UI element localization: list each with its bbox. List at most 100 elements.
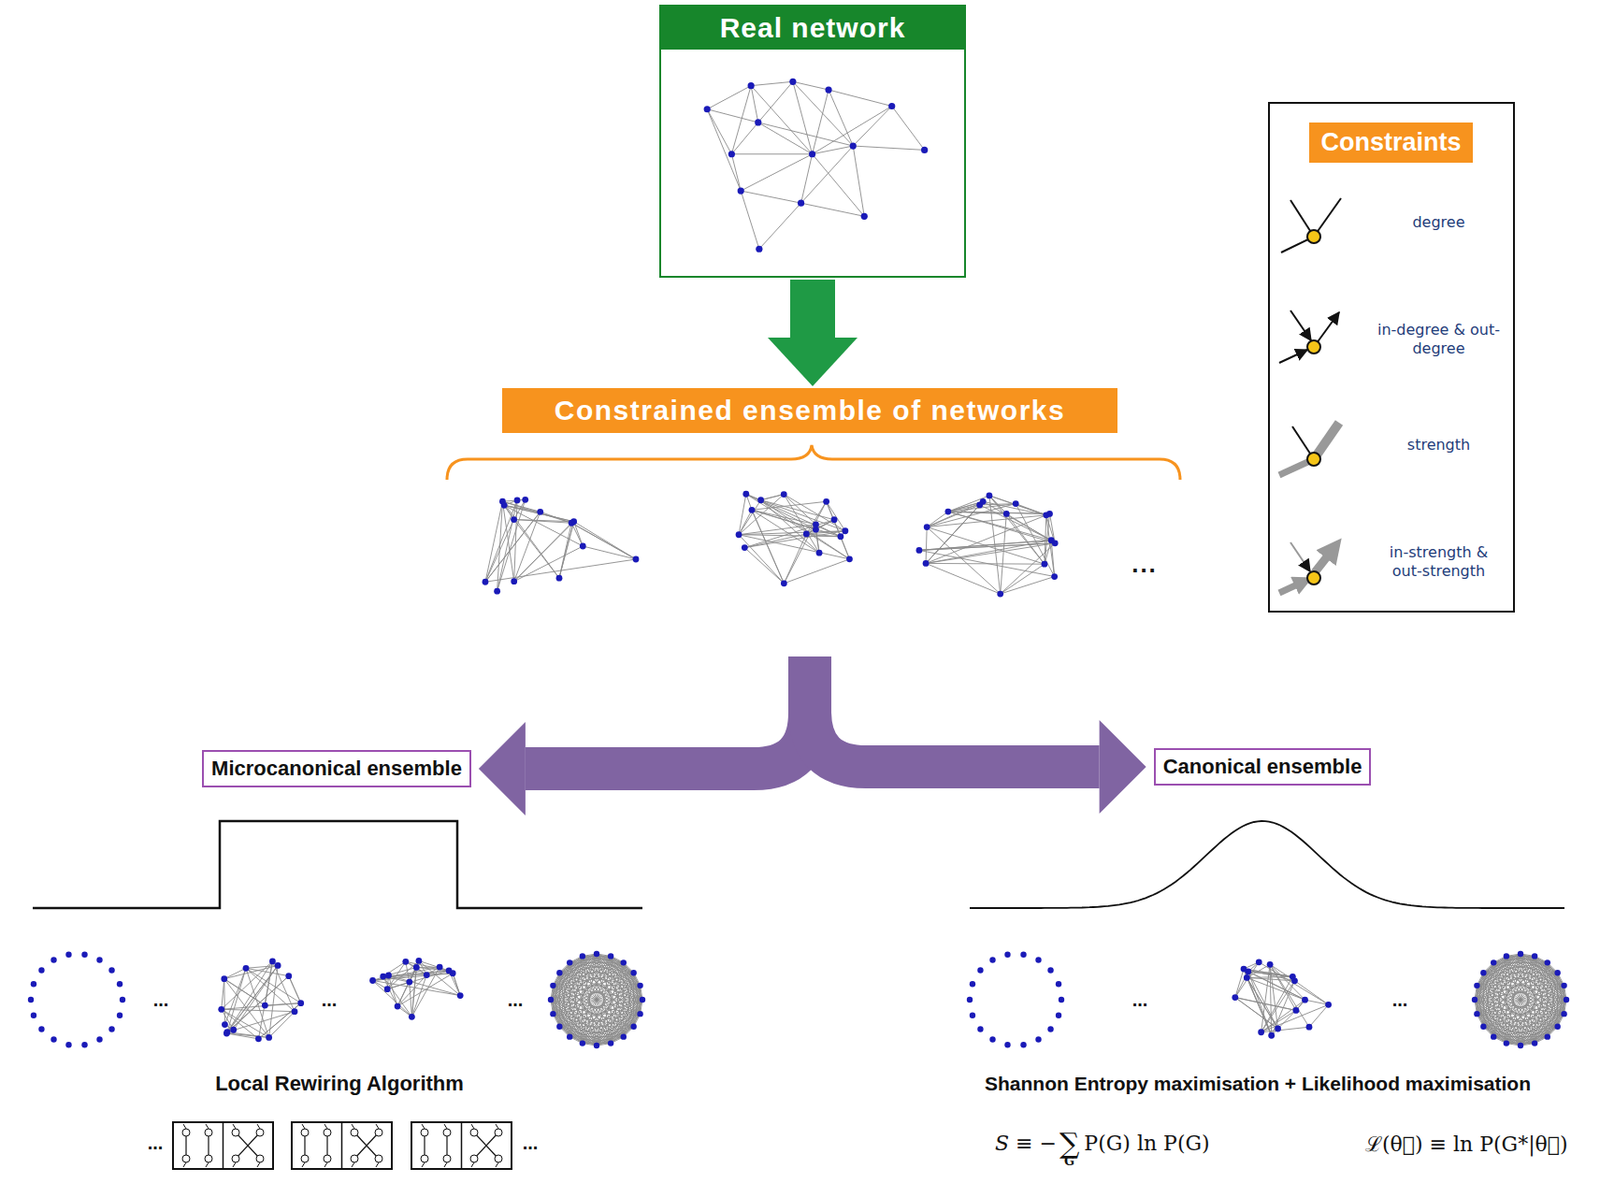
graph-edge [471, 1124, 475, 1129]
graph-vertex [420, 1154, 429, 1163]
graph-vertex [1560, 982, 1567, 989]
graph-vertex [285, 972, 292, 980]
graph-edge [245, 965, 278, 968]
ensemble-box: Canonical ensemble [1153, 748, 1372, 786]
graph-vertex [556, 575, 563, 582]
graph-vertex [888, 102, 895, 110]
network-graphs [28, 78, 1570, 1050]
graph-vertex [116, 980, 123, 987]
graph-vertex [1035, 956, 1041, 963]
graph-edge [948, 501, 983, 512]
graph-vertex [413, 964, 420, 971]
graph-vertex [1301, 996, 1309, 1004]
graph-edge [744, 547, 784, 584]
graph-edge [623, 985, 641, 1038]
graph-vertex [96, 1036, 102, 1042]
ellipsis-mark: ... [1131, 549, 1158, 579]
graph-edge [288, 976, 302, 1004]
ellipsis-mark: ... [153, 989, 170, 1011]
graph-edge [232, 1162, 236, 1168]
graph-edge [495, 1162, 499, 1168]
graph-edge [1261, 1026, 1310, 1033]
graph-edge [1506, 955, 1558, 973]
graph-edge [761, 494, 785, 501]
graph-edge [221, 979, 225, 1010]
graph-edge [948, 511, 1051, 514]
graph-vertex [1503, 952, 1510, 959]
graph-edge [351, 1162, 355, 1168]
graph-edge [235, 1132, 260, 1159]
graph-vertex [822, 498, 830, 505]
graph-edge [514, 522, 572, 581]
graph-edge [744, 531, 846, 548]
graph-vertex [470, 1128, 478, 1137]
formula-text: G [1064, 1153, 1075, 1168]
graph-vertex [1306, 1023, 1313, 1031]
graph-edge [596, 953, 624, 963]
graph-vertex [1325, 1001, 1332, 1009]
graph-vertex [494, 1128, 503, 1137]
graph-edge [421, 1162, 425, 1168]
graph-edge [324, 1124, 328, 1129]
graph-edge [257, 1162, 260, 1168]
graph-edge [485, 511, 541, 582]
graph-edge [925, 504, 981, 564]
graph-vertex [457, 992, 464, 999]
ellipsis-mark: ... [1392, 989, 1409, 1011]
constraint-symbols [1279, 198, 1341, 593]
graph-vertex [385, 972, 392, 980]
graph-edge [302, 1162, 305, 1168]
graph-vertex [65, 951, 72, 958]
graph-vertex [547, 996, 554, 1003]
graph-vertex [568, 519, 576, 527]
graph-edge [948, 501, 983, 512]
graph-vertex [566, 959, 573, 966]
arrow-shaft [790, 279, 836, 338]
graph-vertex [1244, 967, 1252, 975]
graph-vertex [1517, 951, 1524, 957]
graph-vertex [536, 508, 544, 516]
graph-vertex [379, 973, 387, 981]
graph-vertex [579, 543, 587, 550]
graph-vertex [977, 966, 983, 973]
graph-vertex [374, 1154, 383, 1163]
graph-vertex [556, 1023, 563, 1030]
graph-vertex [630, 1023, 636, 1030]
graph-edge [1000, 513, 1008, 594]
graph-vertex [620, 959, 627, 966]
graph-vertex [443, 1154, 451, 1163]
ellipsis-mark: ... [522, 1132, 539, 1154]
graph-vertex [405, 979, 413, 986]
graph-vertex [1231, 994, 1239, 1001]
graph-vertex [470, 1154, 478, 1163]
graph-edge [750, 86, 759, 123]
graph-vertex [423, 971, 431, 979]
graph-vertex [408, 1013, 416, 1021]
stem-mask [781, 432, 842, 657]
graph-edge [758, 81, 793, 123]
graph-vertex [566, 1033, 573, 1039]
graph-edge [731, 153, 812, 155]
graph-edge [387, 960, 419, 989]
graph-vertex [780, 490, 788, 498]
graph-vertex [493, 588, 501, 595]
graph-edge [758, 122, 853, 146]
graph-edge [919, 543, 1055, 551]
graph-vertex [256, 1154, 264, 1163]
graph-edge [1246, 977, 1271, 1036]
graph-edge [706, 109, 759, 123]
formula-text: P(G) ln P(G) [1083, 1131, 1210, 1155]
graph-vertex [969, 980, 976, 987]
graph-edge [387, 970, 449, 990]
legend-text: strength [1407, 435, 1471, 454]
graph-vertex [861, 213, 868, 220]
graph-edge [1046, 515, 1055, 577]
graph-vertex [265, 1034, 273, 1041]
graph-edge [926, 515, 1047, 528]
graph-vertex [1268, 1032, 1275, 1039]
graph-edge [448, 970, 461, 996]
graph-vertex [1531, 1039, 1538, 1046]
graph-vertex [1058, 996, 1065, 1003]
graph-vertex [636, 1010, 643, 1017]
graph-vertex [620, 1033, 627, 1039]
